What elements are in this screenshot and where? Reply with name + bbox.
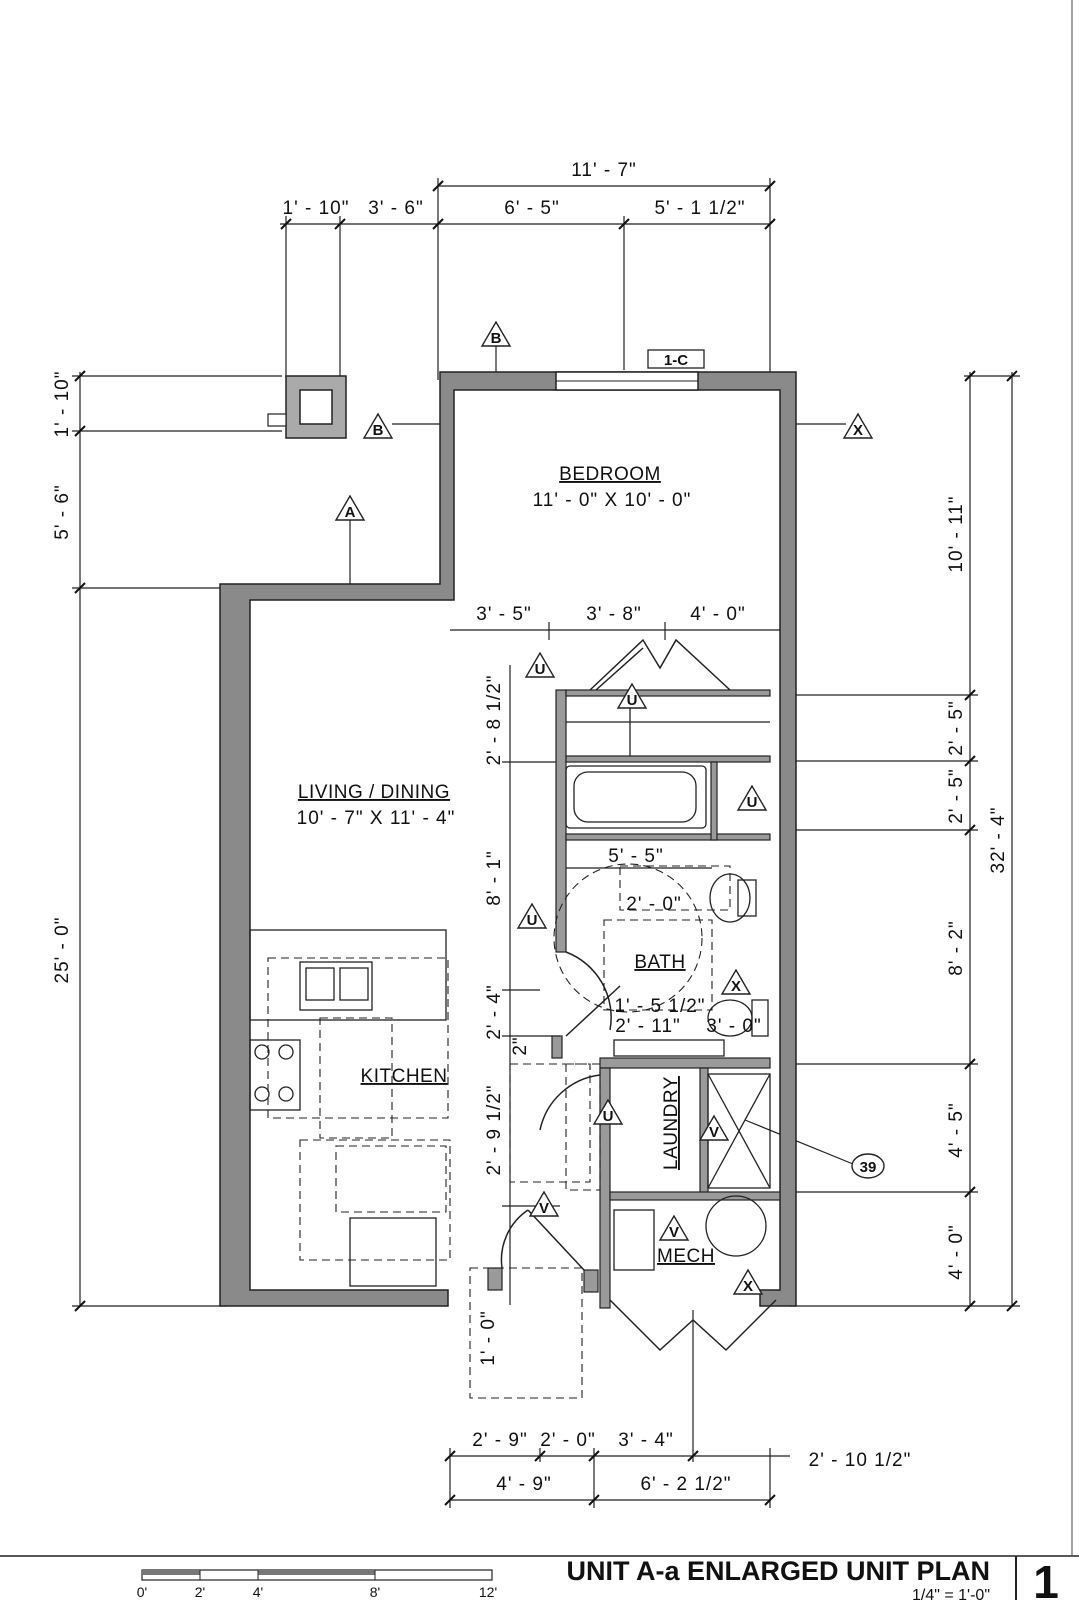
keynote-number: 39 bbox=[860, 1159, 877, 1176]
dim-bot-c: 3' - 4" bbox=[618, 1430, 673, 1451]
dim-bath-a: 5' - 5" bbox=[608, 846, 663, 867]
dim-bot-b: 2' - 0" bbox=[540, 1430, 595, 1451]
keynote-bubble bbox=[851, 1153, 885, 1179]
wall-tag-x: X bbox=[731, 978, 741, 995]
exterior-walls bbox=[219, 371, 797, 1307]
wall-tag-u: U bbox=[535, 661, 546, 678]
drawing-title: UNIT A-a ENLARGED UNIT PLAN bbox=[567, 1556, 991, 1586]
dim-int-d: 2" bbox=[510, 1036, 531, 1055]
dim-right-a: 10' - 11" bbox=[946, 495, 967, 572]
dim-top-d: 5' - 1 1/2" bbox=[654, 198, 745, 219]
bedroom-window bbox=[555, 371, 699, 391]
dim-top-overall: 11' - 7" bbox=[571, 160, 637, 181]
wall-tag-u: U bbox=[603, 1108, 614, 1125]
interior-walls bbox=[487, 689, 781, 1309]
dim-top-a: 1' - 10" bbox=[283, 198, 350, 219]
mech-label: MECH bbox=[657, 1246, 715, 1267]
fixtures bbox=[249, 696, 771, 1287]
wall-tag-b: B bbox=[373, 422, 384, 439]
wall-tag-letters: B B A X U U U U X U V V V X bbox=[345, 330, 863, 1295]
dim-bed-c: 4' - 0" bbox=[690, 604, 745, 625]
dim-top-b: 3' - 6" bbox=[368, 198, 423, 219]
wall-tag-a: A bbox=[345, 504, 356, 521]
dim-int-c: 2' - 4" bbox=[484, 984, 505, 1039]
wall-tag-v: V bbox=[669, 1224, 679, 1241]
dim-left-c: 25' - 0" bbox=[52, 917, 73, 984]
wall-tags bbox=[334, 320, 874, 1295]
dimension-ticks bbox=[74, 180, 1018, 1506]
window-tag: 1-C bbox=[664, 352, 688, 369]
dim-bath-b: 2' - 0" bbox=[626, 894, 681, 915]
wall-tag-x: X bbox=[743, 1278, 753, 1295]
window-tag-box bbox=[647, 349, 705, 369]
wall-tag-b: B bbox=[491, 330, 502, 347]
dim-int-a: 2' - 8 1/2" bbox=[484, 674, 505, 765]
dim-left-a: 1' - 10" bbox=[52, 371, 73, 438]
scale-bar-label: 2' bbox=[195, 1584, 205, 1600]
dim-bed-a: 3' - 5" bbox=[476, 604, 531, 625]
dim-bot-f: 6' - 2 1/2" bbox=[640, 1474, 731, 1495]
bedroom-size: 11' - 0" X 10' - 0" bbox=[533, 490, 692, 511]
scale-bar-labels: 0' 2' 4' 8' 12' bbox=[137, 1584, 497, 1600]
dim-top-c: 6' - 5" bbox=[504, 198, 559, 219]
dim-bot-a: 2' - 9" bbox=[472, 1430, 527, 1451]
wall-tag-v: V bbox=[539, 1200, 549, 1217]
wall-tag-u: U bbox=[627, 692, 638, 709]
scale-bar-label: 0' bbox=[137, 1584, 147, 1600]
dimension-text: 11' - 7" 1' - 10" 3' - 6" 6' - 5" 5' - 1… bbox=[52, 160, 1009, 1495]
scale-bar-label: 8' bbox=[370, 1584, 380, 1600]
dim-bath-e: 3' - 0" bbox=[706, 1016, 761, 1037]
wall-tag-v: V bbox=[709, 1124, 719, 1141]
wall-tag-u: U bbox=[747, 794, 758, 811]
dim-right-f: 4' - 0" bbox=[946, 1224, 967, 1279]
doors bbox=[500, 638, 777, 1352]
scale-bar-label: 12' bbox=[479, 1584, 497, 1600]
drawing-scale: 1/4" = 1'-0" bbox=[912, 1587, 990, 1600]
dim-int-e: 2' - 9 1/2" bbox=[484, 1084, 505, 1175]
wall-tag-x: X bbox=[853, 422, 863, 439]
dim-int-b: 8' - 1" bbox=[484, 850, 505, 905]
dashed-outlines bbox=[267, 863, 731, 1399]
dim-bath-d: 2' - 11" bbox=[615, 1016, 681, 1037]
dim-right-e: 4' - 5" bbox=[946, 1102, 967, 1157]
dim-right-c: 2' - 5" bbox=[946, 768, 967, 823]
bath-label: BATH bbox=[634, 952, 685, 973]
dim-right-overall: 32' - 4" bbox=[988, 807, 1009, 874]
dim-right-d: 8' - 2" bbox=[946, 920, 967, 975]
dimension-lines bbox=[72, 178, 1020, 1508]
sheet-number: 1 bbox=[1033, 1556, 1059, 1600]
dim-bot-e: 4' - 9" bbox=[496, 1474, 551, 1495]
dim-bath-c: 1' - 5 1/2" bbox=[614, 996, 705, 1017]
dim-bot-d: 2' - 10 1/2" bbox=[809, 1450, 912, 1471]
living-dining-label: LIVING / DINING bbox=[298, 782, 450, 803]
laundry-label: LAUNDRY bbox=[661, 1076, 682, 1170]
scale-bar-label: 4' bbox=[253, 1584, 263, 1600]
bedroom-label: BEDROOM bbox=[559, 464, 661, 485]
wall-tag-u: U bbox=[527, 912, 538, 929]
column bbox=[267, 375, 347, 439]
kitchen-label: KITCHEN bbox=[361, 1066, 448, 1087]
dim-right-b: 2' - 5" bbox=[946, 700, 967, 755]
dim-left-b: 5' - 6" bbox=[52, 484, 73, 539]
dim-int-f: 1' - 0" bbox=[478, 1310, 499, 1365]
dim-bed-b: 3' - 8" bbox=[586, 604, 641, 625]
living-dining-size: 10' - 7" X 11' - 4" bbox=[297, 808, 456, 829]
